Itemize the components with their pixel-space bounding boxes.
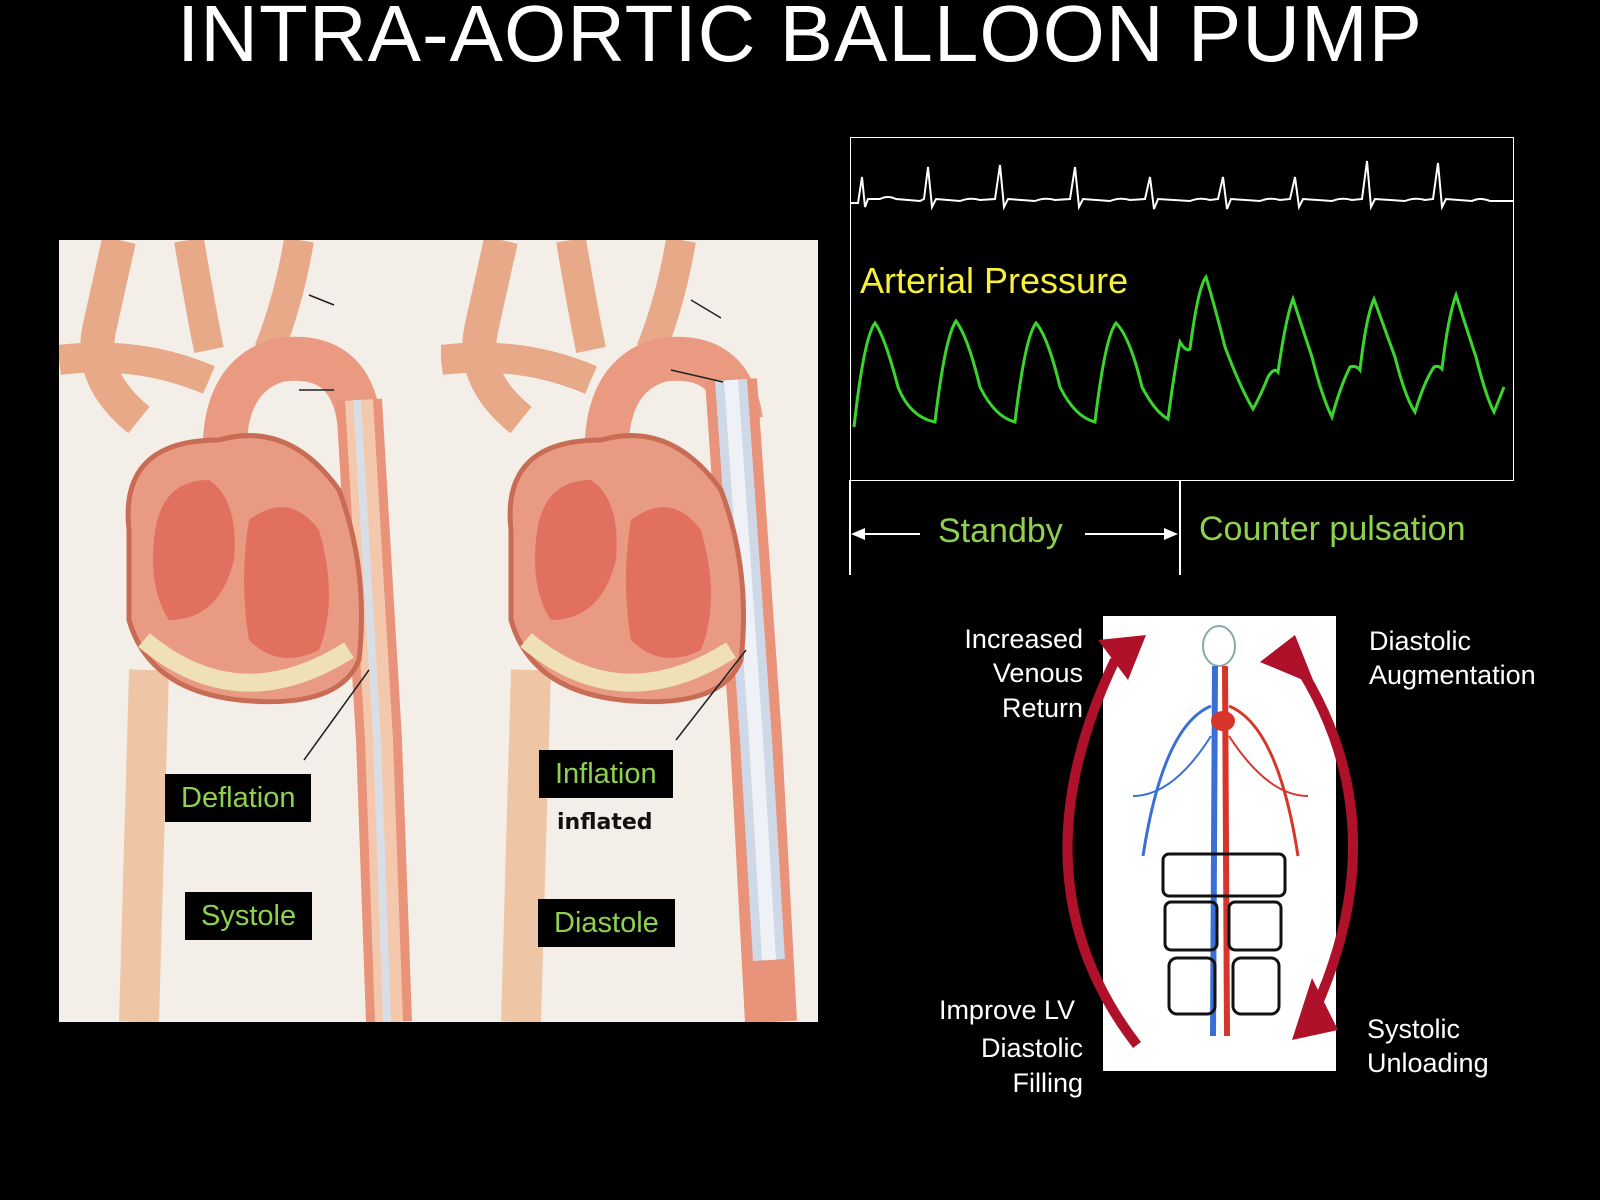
caption-venous-return: Increased Venous Return (964, 624, 1083, 723)
heart-illustration-diastole: Inflation inflated Diastole (441, 240, 818, 1022)
caption-improve-lv-filling: Improve LV Diastolic Filling (938, 995, 1083, 1098)
inflated-note: inflated (557, 810, 653, 835)
heart-inflated-drawing (441, 240, 797, 1022)
inflation-label: Inflation (539, 750, 673, 799)
standby-timeline (849, 480, 1181, 575)
diastole-label: Diastole (538, 899, 675, 948)
caption-diastolic-augmentation: Diastolic Augmentation (1369, 626, 1536, 691)
deflation-label: Deflation (165, 774, 312, 823)
counter-pulsation-label: Counter pulsation (1199, 510, 1466, 548)
standby-label: Standby (938, 512, 1063, 550)
heart-illustration-systole: Deflation Systole (59, 240, 441, 1022)
circulation-body-figure (1103, 616, 1336, 1071)
caption-systolic-unloading: Systolic Unloading (1367, 1014, 1489, 1079)
pressure-monitor (850, 137, 1514, 481)
circulation-arrows (1062, 635, 1359, 1049)
heart-deflated-drawing (59, 240, 412, 1022)
arrow-head-unloading-icon (1292, 978, 1338, 1040)
arterial-pressure-trace (852, 273, 1506, 428)
slide-title: INTRA-AORTIC BALLOON PUMP (177, 0, 1423, 78)
arrow-head-augmentation-icon (1260, 635, 1315, 685)
ecg-trace (850, 160, 1514, 211)
arrow-head-venous-icon (1098, 635, 1146, 680)
systole-label: Systole (185, 892, 313, 941)
arterial-pressure-label: Arterial Pressure (860, 260, 1129, 301)
